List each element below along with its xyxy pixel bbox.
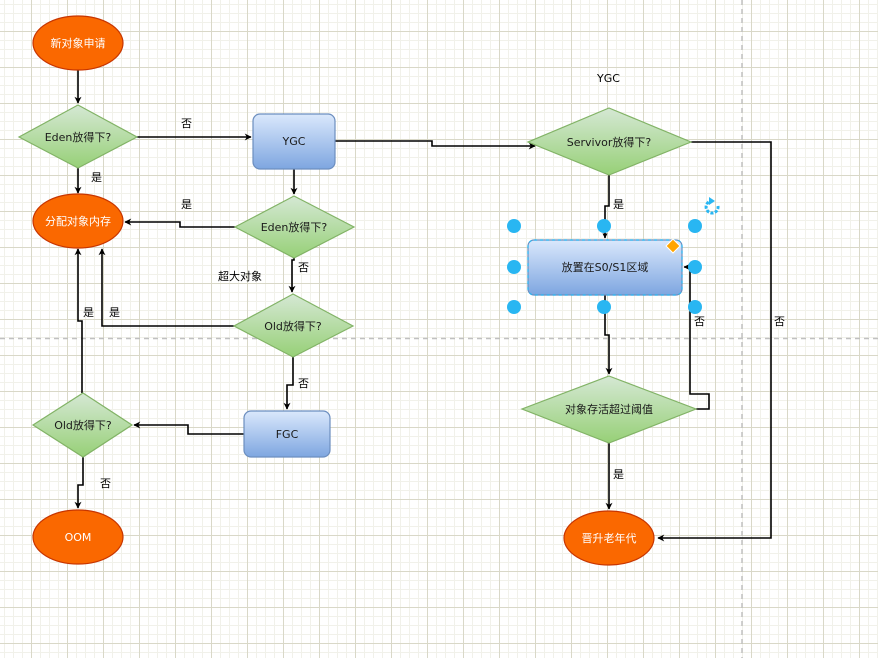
resize-handle-top-right[interactable]	[688, 219, 702, 233]
node-eden-check-1-label: Eden放得下?	[45, 130, 112, 144]
edge-label-yes: 是	[109, 306, 120, 319]
edge-old2-to-oom[interactable]	[74, 457, 84, 509]
annotation-large-object: 超大对象	[218, 269, 262, 283]
edge-label-yes: 是	[83, 306, 94, 319]
node-allocate-label: 分配对象内存	[45, 214, 111, 228]
resize-handle-bottom[interactable]	[597, 300, 611, 314]
node-old-check-2[interactable]: Old放得下?	[31, 392, 134, 458]
node-promote-old[interactable]: 晋升老年代	[563, 510, 655, 566]
edge-ygc-to-survivor[interactable]	[335, 140, 536, 150]
node-place-s0s1[interactable]: 放置在S0/S1区域	[527, 239, 683, 296]
edge-old1-to-fgc[interactable]	[283, 357, 294, 410]
node-survivor-check-label: Servivor放得下?	[567, 135, 652, 149]
node-fgc-label: FGC	[276, 428, 299, 441]
node-old-check-2-label: Old放得下?	[54, 418, 112, 432]
resize-handle-left[interactable]	[507, 260, 521, 274]
resize-handle-top[interactable]	[597, 219, 611, 233]
resize-handle-bottom-right[interactable]	[688, 300, 702, 314]
edge-survivor-to-promote[interactable]	[657, 141, 772, 542]
node-old-check-1[interactable]: Old放得下?	[232, 293, 355, 358]
edge-label-yes: 是	[613, 198, 624, 211]
node-fgc[interactable]: FGC	[243, 410, 331, 458]
node-start[interactable]: 新对象申请	[32, 15, 124, 71]
rotate-icon[interactable]	[704, 197, 720, 215]
node-oom-label: OOM	[65, 531, 92, 544]
edge-label-yes: 是	[181, 198, 192, 211]
node-ygc-label: YGC	[282, 135, 306, 148]
selection-handles[interactable]	[507, 219, 702, 314]
node-oom[interactable]: OOM	[32, 509, 124, 565]
resize-handle-top-left[interactable]	[507, 219, 521, 233]
annotation-ygc: YGC	[596, 72, 620, 85]
edge-label-no: 否	[694, 315, 705, 328]
node-age-threshold[interactable]: 对象存活超过阈值	[520, 375, 698, 444]
node-allocate[interactable]: 分配对象内存	[32, 193, 124, 249]
style-handle-diamond-icon[interactable]	[665, 238, 681, 254]
edge-label-no: 否	[298, 377, 309, 390]
node-old-check-1-label: Old放得下?	[264, 319, 322, 333]
resize-handle-bottom-left[interactable]	[507, 300, 521, 314]
node-ygc[interactable]: YGC	[252, 113, 336, 170]
edge-eden2-to-old1[interactable]	[288, 258, 296, 293]
edge-place-to-threshold[interactable]	[604, 295, 613, 375]
edge-old1-to-allocate[interactable]	[98, 248, 234, 327]
node-age-threshold-label: 对象存活超过阈值	[565, 402, 653, 416]
edge-label-no: 否	[100, 477, 111, 490]
edge-label-no: 否	[298, 261, 309, 274]
edge-old2-to-allocate[interactable]	[74, 248, 83, 393]
node-survivor-check[interactable]: Servivor放得下?	[526, 107, 693, 176]
node-eden-check-1[interactable]: Eden放得下?	[17, 104, 139, 169]
resize-handle-right[interactable]	[688, 260, 702, 274]
node-start-label: 新对象申请	[51, 36, 106, 50]
edge-label-yes: 是	[613, 468, 624, 481]
node-place-s0s1-label: 放置在S0/S1区域	[562, 260, 649, 274]
edge-fgc-to-old2[interactable]	[133, 421, 244, 435]
edge-label-yes: 是	[91, 171, 102, 184]
edge-label-no: 否	[181, 117, 192, 130]
node-eden-check-2-label: Eden放得下?	[261, 220, 328, 234]
node-eden-check-2[interactable]: Eden放得下?	[233, 195, 356, 259]
node-promote-old-label: 晋升老年代	[582, 531, 637, 545]
edge-eden2-to-allocate[interactable]	[124, 218, 235, 228]
edge-label-no: 否	[774, 315, 785, 328]
